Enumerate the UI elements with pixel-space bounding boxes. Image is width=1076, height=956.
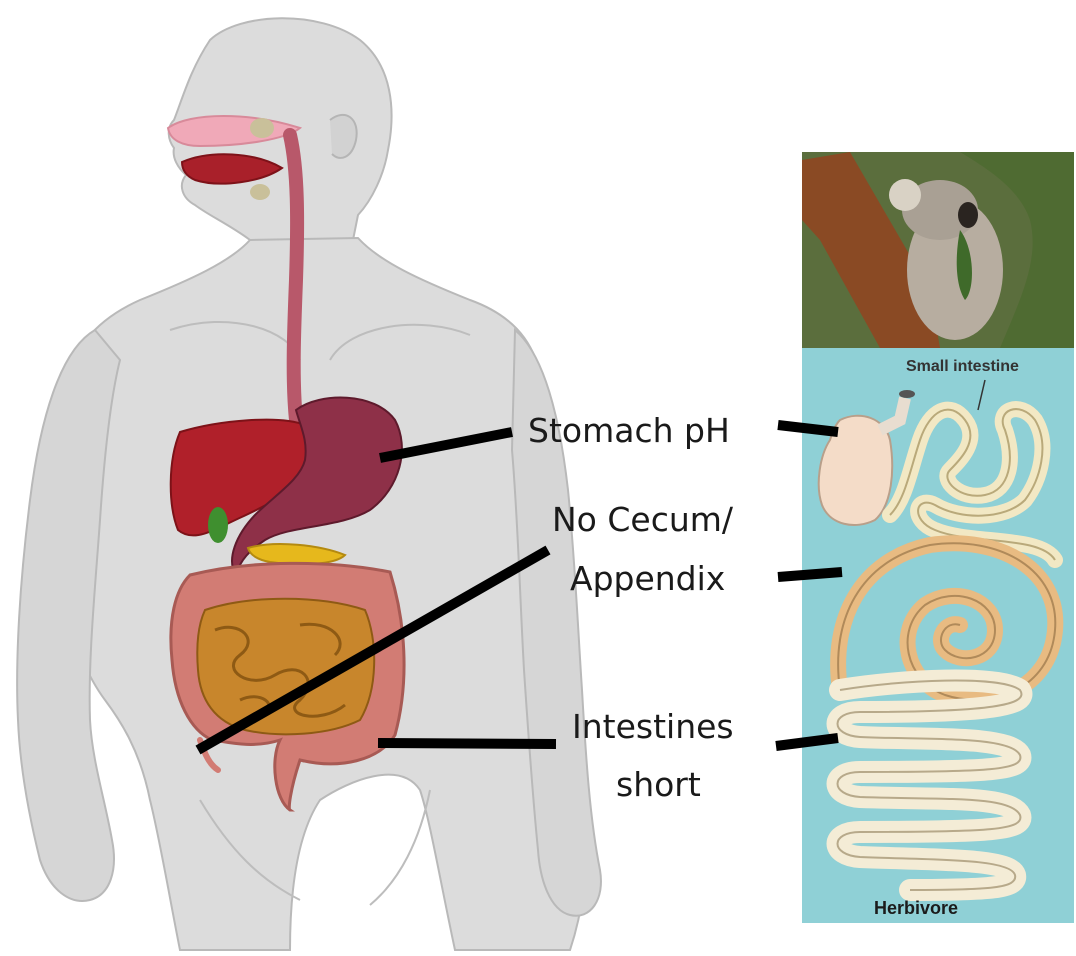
gallbladder — [208, 507, 228, 543]
pointer-cecum-herbivore — [778, 572, 842, 577]
label-intestines: Intestines — [572, 710, 734, 743]
salivary-gland — [250, 118, 274, 138]
herbivore-small-intestine-label: Small intestine — [906, 358, 1019, 376]
herbivore-panel — [802, 152, 1074, 923]
label-stomach-ph: Stomach pH — [528, 414, 730, 447]
label-no-cecum: No Cecum/ — [552, 503, 733, 536]
herbivore-esophagus-end — [899, 390, 915, 398]
koala-nose — [958, 202, 978, 228]
koala-ear — [889, 179, 921, 211]
salivary-gland-2 — [250, 184, 270, 200]
herbivore-caption: Herbivore — [874, 898, 958, 919]
pointer-intestines-human — [378, 743, 556, 744]
label-appendix: Appendix — [570, 562, 725, 595]
pointer-stomach-herbivore — [778, 425, 838, 432]
label-short: short — [616, 768, 701, 801]
esophagus — [290, 135, 297, 420]
human-figure — [17, 18, 601, 950]
hip-contour-2 — [370, 790, 430, 905]
